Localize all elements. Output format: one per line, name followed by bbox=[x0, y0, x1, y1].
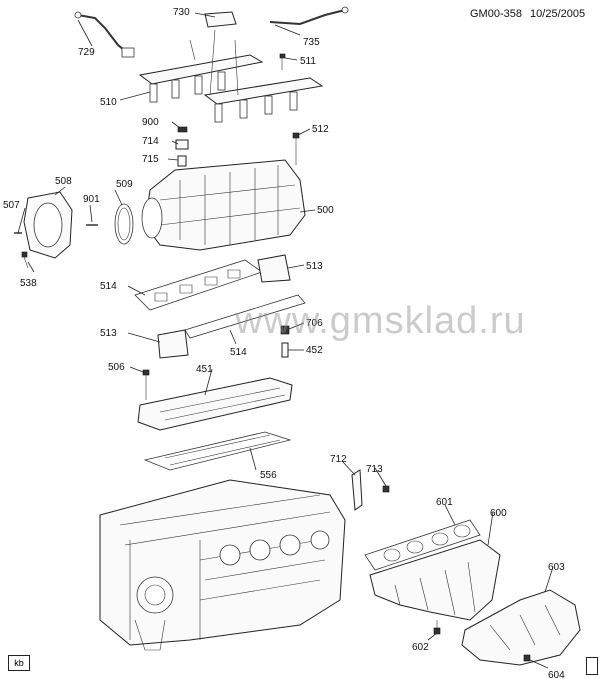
engine-block bbox=[99, 479, 346, 651]
throttle-body-gasket bbox=[114, 203, 134, 245]
callout-556: 556 bbox=[260, 470, 277, 481]
valley-cover-gasket bbox=[143, 431, 292, 471]
callout-513-lower: 513 bbox=[100, 328, 117, 339]
callout-900: 900 bbox=[142, 117, 159, 128]
exhaust-manifold bbox=[369, 539, 501, 621]
end-seal-rear bbox=[157, 329, 189, 359]
watermark: www.gmsklad.ru bbox=[235, 300, 526, 342]
callout-507: 507 bbox=[3, 200, 20, 211]
callout-706: 706 bbox=[306, 318, 323, 329]
exhaust-heat-shield bbox=[461, 589, 581, 666]
bolt-538 bbox=[21, 251, 29, 269]
callout-600: 600 bbox=[490, 508, 507, 519]
callout-512: 512 bbox=[312, 124, 329, 135]
exhaust-manifold-gasket bbox=[364, 519, 481, 571]
callout-labels: 729 730 735 510 511 900 714 715 512 507 … bbox=[3, 7, 565, 679]
callout-500: 500 bbox=[317, 205, 334, 216]
callout-538: 538 bbox=[20, 278, 37, 289]
sensor-452 bbox=[281, 342, 289, 358]
bolt-604 bbox=[523, 654, 531, 662]
bracket-712 bbox=[351, 469, 363, 511]
corner-label: kb bbox=[8, 655, 30, 671]
sensor-715 bbox=[177, 155, 187, 167]
fuel-rail-assembly bbox=[138, 11, 324, 123]
callout-715: 715 bbox=[142, 154, 159, 165]
diagram-header: GM00-358 10/25/2005 bbox=[470, 8, 590, 20]
callout-514-lower: 514 bbox=[230, 347, 247, 358]
callout-602: 602 bbox=[412, 642, 429, 653]
diagram-date: 10/25/2005 bbox=[530, 8, 586, 20]
callout-730: 730 bbox=[173, 7, 190, 18]
bolt-713 bbox=[382, 485, 390, 493]
callout-452: 452 bbox=[306, 345, 323, 356]
callout-735: 735 bbox=[303, 37, 320, 48]
bolt-511 bbox=[279, 53, 286, 70]
callout-603: 603 bbox=[548, 562, 565, 573]
bolt-512 bbox=[292, 132, 300, 165]
sensor-714 bbox=[175, 139, 189, 150]
callout-901: 901 bbox=[83, 194, 100, 205]
book-icon bbox=[586, 657, 598, 675]
fuel-feed-hose-729 bbox=[74, 11, 135, 58]
intake-gasket-right bbox=[184, 294, 306, 339]
sensor-900 bbox=[177, 126, 188, 133]
fuel-line-735 bbox=[269, 6, 349, 26]
diagram-code: GM00-358 bbox=[470, 8, 522, 20]
callout-729: 729 bbox=[78, 47, 95, 58]
callout-513-upper: 513 bbox=[306, 261, 323, 272]
callout-713: 713 bbox=[366, 464, 383, 475]
callout-451: 451 bbox=[196, 364, 213, 375]
fuel-pressure-regulator bbox=[204, 11, 237, 28]
callout-714: 714 bbox=[142, 136, 159, 147]
fuel-injectors-left bbox=[149, 71, 226, 103]
throttle-body bbox=[23, 191, 73, 259]
sensor-706 bbox=[280, 325, 290, 335]
callout-510: 510 bbox=[100, 97, 117, 108]
callout-514-upper: 514 bbox=[100, 281, 117, 292]
callout-712: 712 bbox=[330, 454, 347, 465]
callout-601: 601 bbox=[436, 497, 453, 508]
valley-cover bbox=[137, 377, 293, 431]
intake-manifold bbox=[141, 159, 306, 251]
callout-509: 509 bbox=[116, 179, 133, 190]
fuel-injectors-right bbox=[214, 91, 298, 123]
callout-604: 604 bbox=[548, 670, 565, 679]
bolt-602 bbox=[433, 620, 441, 635]
callout-506: 506 bbox=[108, 362, 125, 373]
callout-511: 511 bbox=[300, 56, 316, 67]
leader-lines bbox=[17, 12, 554, 669]
bolt-506 bbox=[142, 369, 150, 400]
end-seal-front bbox=[257, 254, 291, 283]
callout-508: 508 bbox=[55, 176, 72, 187]
